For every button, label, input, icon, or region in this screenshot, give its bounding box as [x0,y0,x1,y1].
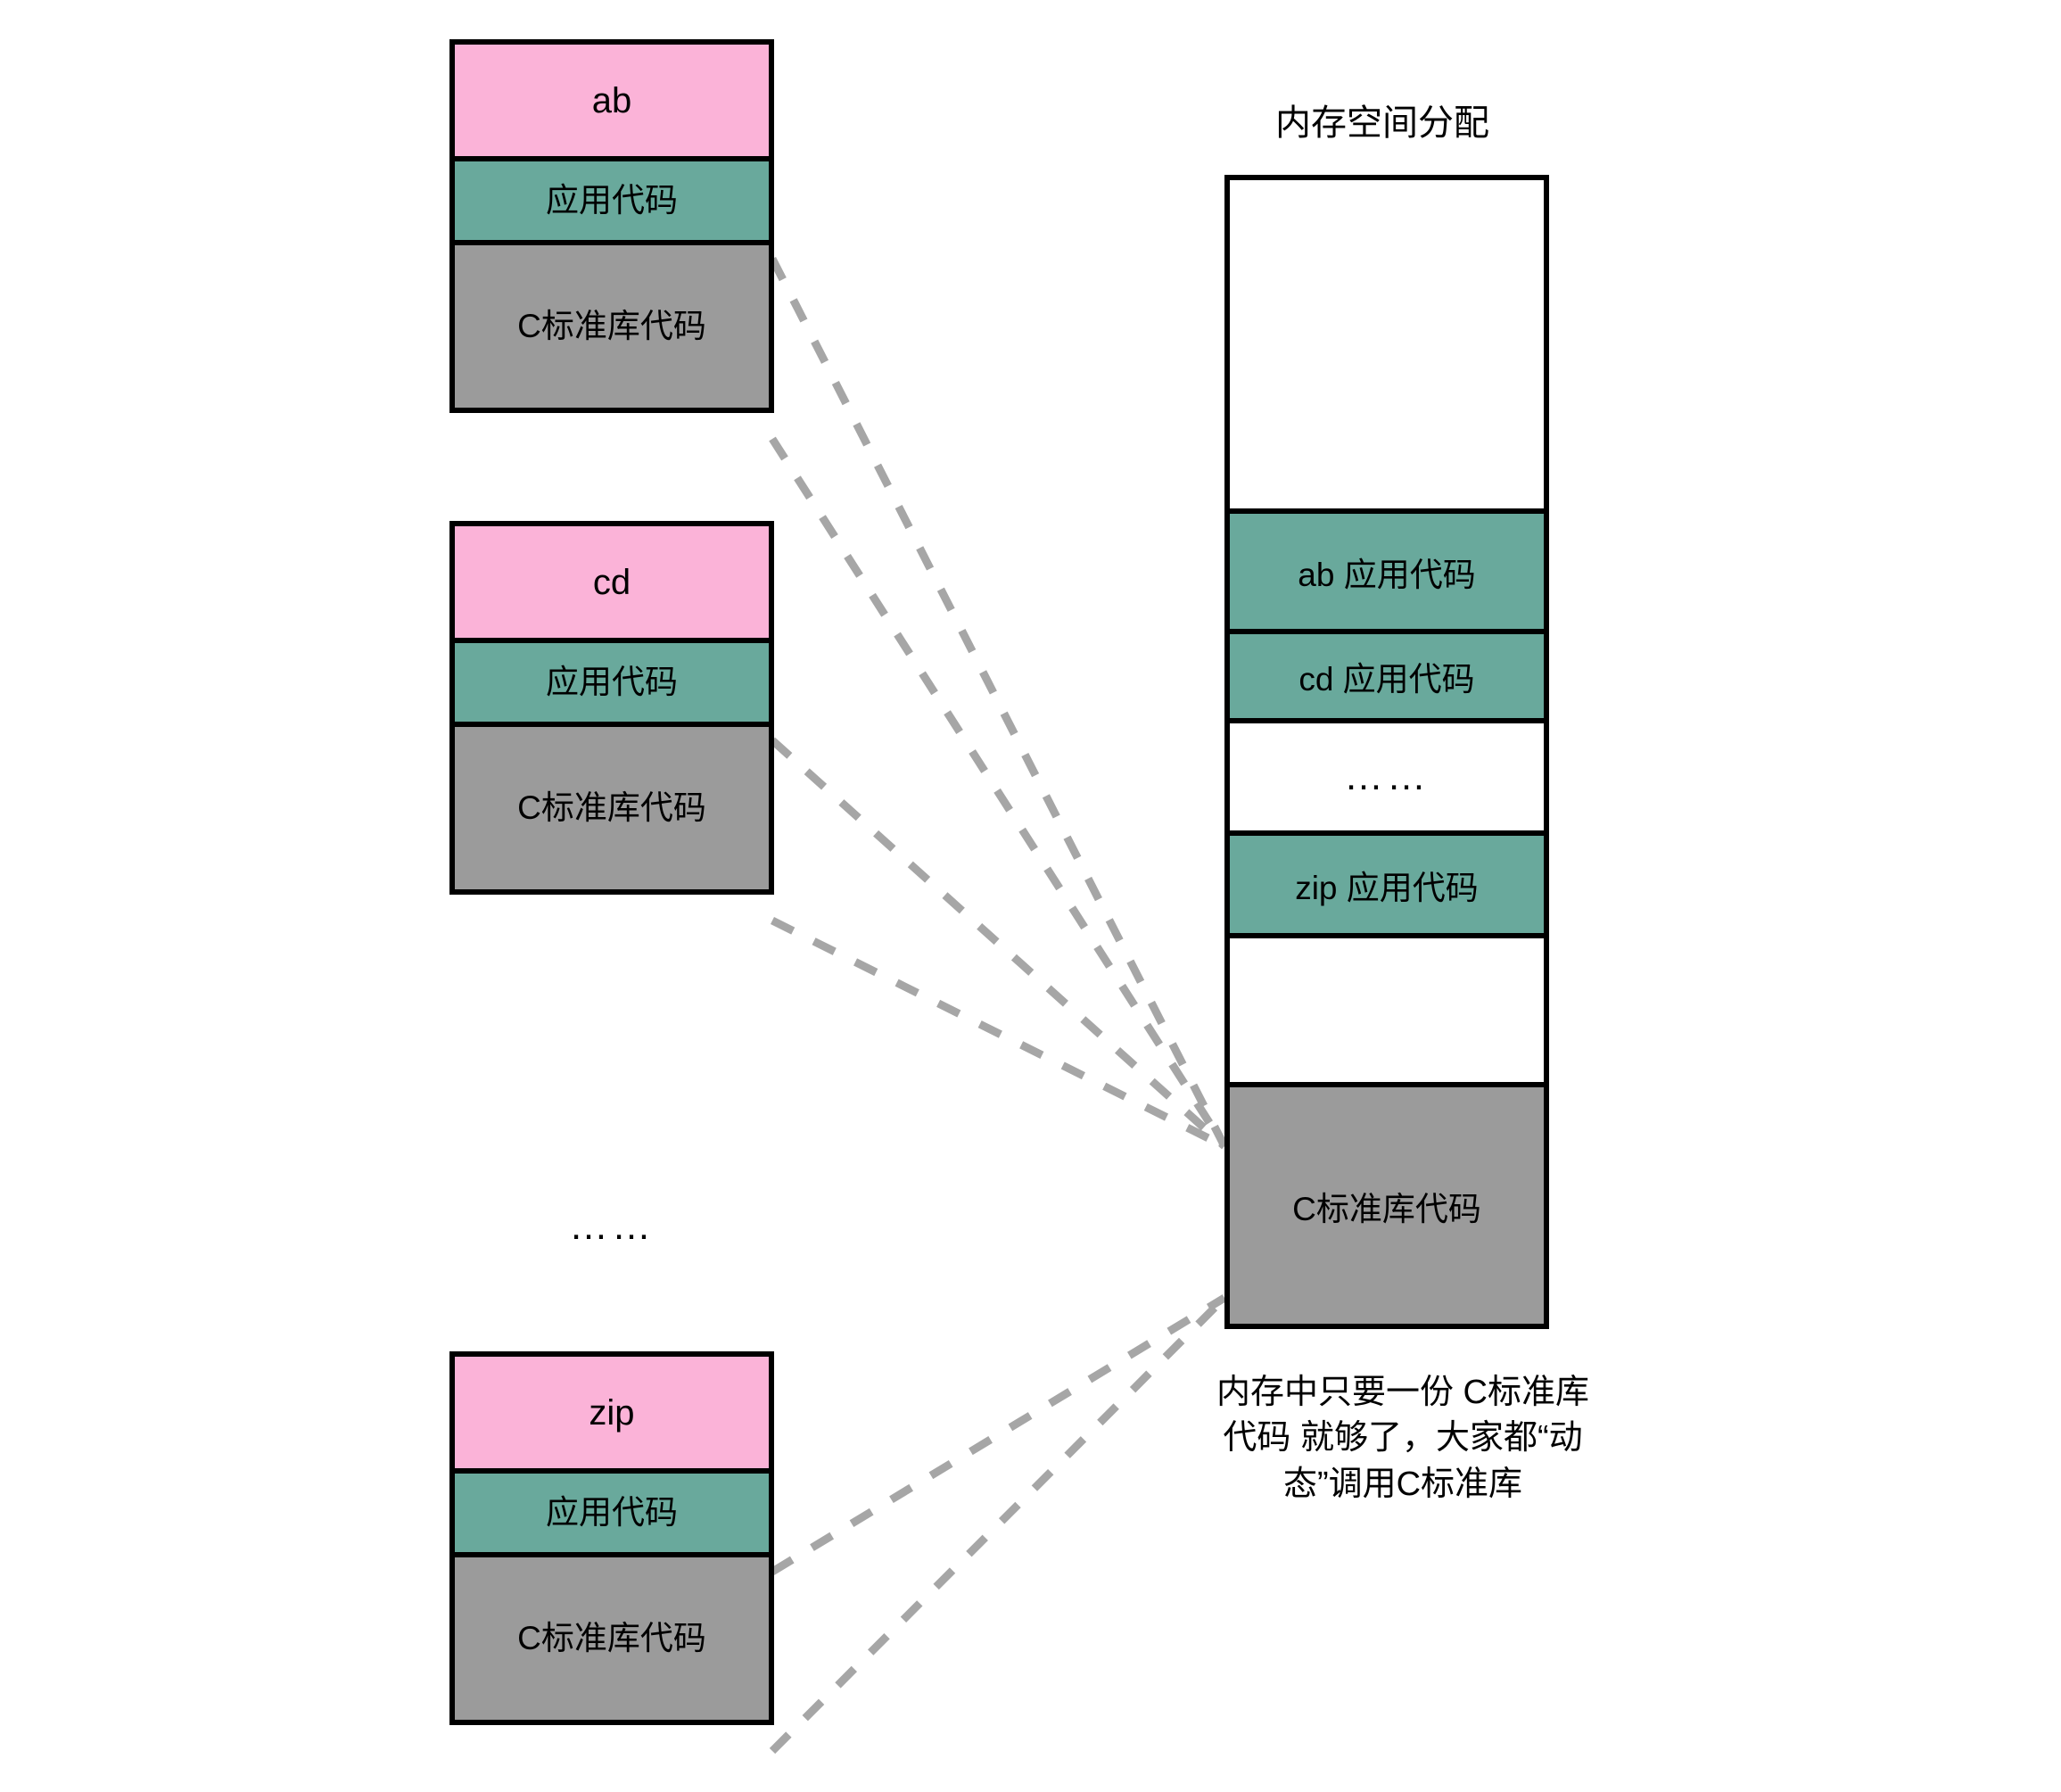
memory-diagram-title: 内存空间分配 [1275,103,1489,143]
program-block-ab: ab 应用代码 C标准库代码 [449,39,774,413]
connector-ab-bottom [769,436,1228,1149]
program-c-library-zip: C标准库代码 [455,1552,769,1720]
program-app-code-zip: 应用代码 [455,1468,769,1552]
connector-ab-top [768,256,1229,1149]
connector-zip-bottom [769,1294,1228,1755]
memory-segment-c-library: C标准库代码 [1230,1082,1544,1324]
memory-space-box: ab 应用代码 cd 应用代码 …… zip 应用代码 C标准库代码 [1224,175,1549,1329]
program-list-ellipsis: …… [569,1204,655,1248]
connector-cd-bottom [770,916,1227,1151]
program-name-ab: ab [455,45,769,156]
memory-segment-free-top [1230,180,1544,508]
program-block-zip: zip 应用代码 C标准库代码 [449,1351,774,1725]
memory-segment-zip-app-code: zip 应用代码 [1230,830,1544,933]
program-c-library-ab: C标准库代码 [455,240,769,408]
memory-segment-ab-app-code: ab 应用代码 [1230,508,1544,629]
program-app-code-ab: 应用代码 [455,156,769,240]
program-name-zip: zip [455,1357,769,1468]
program-app-code-cd: 应用代码 [455,638,769,722]
memory-segment-cd-app-code: cd 应用代码 [1230,629,1544,718]
connector-cd-top [769,737,1228,1150]
memory-caption-text: 内存中只要一份 C标准库代码 就够了，大家都“动态”调用C标准库 [1216,1374,1589,1503]
connector-zip-top [770,1294,1227,1575]
program-name-cd: cd [455,526,769,638]
program-c-library-cd: C标准库代码 [455,722,769,889]
program-block-cd: cd 应用代码 C标准库代码 [449,521,774,895]
memory-segment-free-mid [1230,933,1544,1082]
memory-segment-ellipsis: …… [1230,718,1544,830]
